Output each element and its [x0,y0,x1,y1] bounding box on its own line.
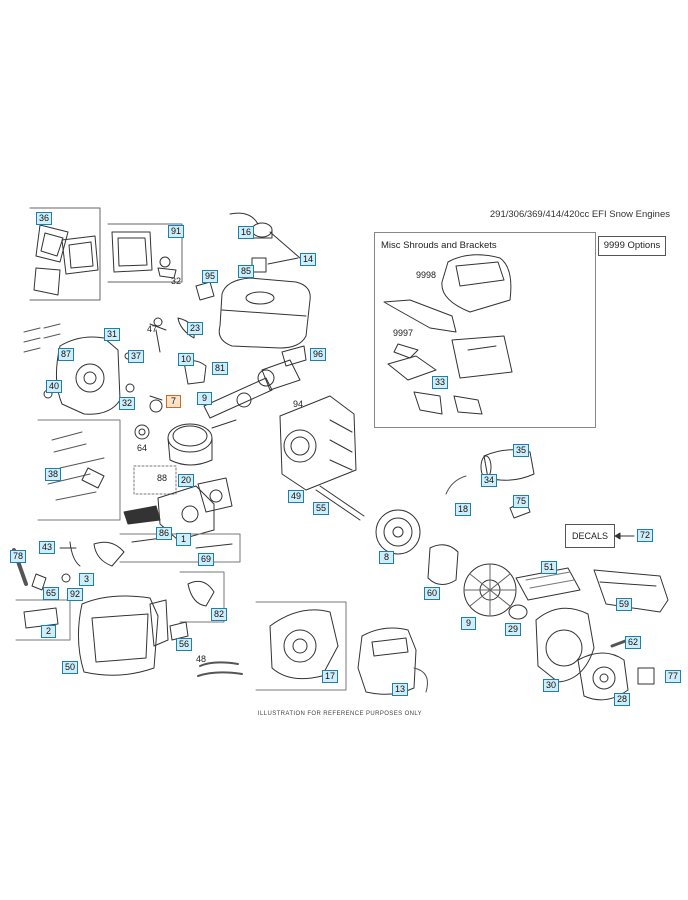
callout-38[interactable]: 38 [45,468,62,481]
callout-56[interactable]: 56 [176,638,193,651]
callout-87[interactable]: 87 [58,348,75,361]
callout-72[interactable]: 72 [637,529,654,542]
callout-33[interactable]: 33 [432,376,449,389]
callout-35[interactable]: 35 [513,444,530,457]
callout-29[interactable]: 29 [505,623,522,636]
callout-47: 47 [147,324,158,334]
callout-81[interactable]: 81 [212,362,229,375]
callout-91[interactable]: 91 [168,225,185,238]
callout-7[interactable]: 7 [166,395,181,408]
callout-65[interactable]: 65 [43,587,60,600]
callout-9998: 9998 [416,270,437,280]
decals-box[interactable]: DECALS [565,524,615,548]
callout-34[interactable]: 34 [481,474,498,487]
callout-20[interactable]: 20 [178,474,195,487]
callout-94: 94 [293,399,304,409]
callout-85[interactable]: 85 [238,265,255,278]
callout-8[interactable]: 8 [379,551,394,564]
callout-10[interactable]: 10 [178,353,195,366]
callout-55[interactable]: 55 [313,502,330,515]
callout-3[interactable]: 3 [79,573,94,586]
callout-64: 64 [137,443,148,453]
callout-14[interactable]: 14 [300,253,317,266]
callout-36[interactable]: 36 [36,212,53,225]
callout-40[interactable]: 40 [46,380,63,393]
callout-86[interactable]: 86 [156,527,173,540]
callout-69[interactable]: 69 [198,553,215,566]
callout-78[interactable]: 78 [10,550,27,563]
callout-9[interactable]: 9 [461,617,476,630]
callout-43[interactable]: 43 [39,541,56,554]
callout-32: 32 [171,276,182,286]
options-box[interactable]: 9999 Options [598,236,666,256]
callout-48: 48 [196,654,207,664]
callout-2[interactable]: 2 [41,625,56,638]
callout-95[interactable]: 95 [202,270,219,283]
misc-shrouds-panel [374,232,596,428]
callout-50[interactable]: 50 [62,661,79,674]
callout-18[interactable]: 18 [455,503,472,516]
callout-49[interactable]: 49 [288,490,305,503]
misc-shrouds-title: Misc Shrouds and Brackets [381,240,497,251]
page-title: 291/306/369/414/420cc EFI Snow Engines [489,209,670,220]
callout-23[interactable]: 23 [187,322,204,335]
callout-13[interactable]: 13 [392,683,409,696]
callout-32[interactable]: 32 [119,397,136,410]
callout-9997: 9997 [393,328,414,338]
callout-77[interactable]: 77 [665,670,682,683]
footer-note: ILLUSTRATION FOR REFERENCE PURPOSES ONLY [257,711,423,717]
callout-60[interactable]: 60 [424,587,441,600]
callout-62[interactable]: 62 [625,636,642,649]
callout-37[interactable]: 37 [128,350,145,363]
callout-88: 88 [157,473,168,483]
callout-59[interactable]: 59 [616,598,633,611]
callout-82[interactable]: 82 [211,608,228,621]
callout-92[interactable]: 92 [67,588,84,601]
callout-31[interactable]: 31 [104,328,121,341]
callout-75[interactable]: 75 [513,495,530,508]
callout-28[interactable]: 28 [614,693,631,706]
callout-9[interactable]: 9 [197,392,212,405]
callout-16[interactable]: 16 [238,226,255,239]
callout-1[interactable]: 1 [176,533,191,546]
callout-96[interactable]: 96 [310,348,327,361]
callout-30[interactable]: 30 [543,679,560,692]
callout-17[interactable]: 17 [322,670,339,683]
callout-51[interactable]: 51 [541,561,558,574]
